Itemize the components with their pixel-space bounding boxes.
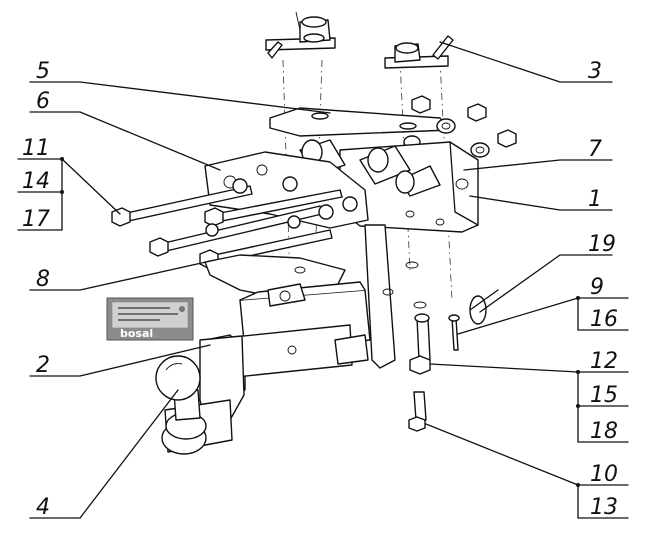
top-mount-plate-right — [384, 35, 454, 69]
callout-13: 13 — [590, 495, 618, 520]
callout-14: 14 — [22, 169, 50, 194]
vertical-bolts — [408, 289, 499, 432]
top-mount-plate-left — [265, 11, 336, 59]
callout-4: 4 — [36, 495, 50, 520]
callout-7: 7 — [588, 137, 602, 162]
callout-9: 9 — [590, 275, 604, 300]
nameplate: bosal — [106, 297, 194, 341]
callout-6: 6 — [36, 89, 50, 114]
callout-16: 16 — [590, 307, 618, 332]
callout-12: 12 — [590, 349, 618, 374]
tow-ball-assembly — [155, 335, 245, 455]
callout-labels: 5 6 11 14 17 8 2 4 3 7 1 19 9 16 12 15 1… — [22, 59, 618, 520]
callout-11: 11 — [22, 136, 50, 161]
callout-2: 2 — [36, 353, 50, 378]
callout-17: 17 — [22, 207, 50, 232]
callout-3: 3 — [588, 59, 602, 84]
callout-1: 1 — [588, 187, 602, 212]
callout-15: 15 — [590, 383, 618, 408]
callout-5: 5 — [36, 59, 50, 84]
leader-lines — [17, 41, 629, 519]
callout-18: 18 — [590, 419, 618, 444]
nameplate-brand: bosal — [120, 327, 153, 340]
callout-10: 10 — [590, 462, 618, 487]
callout-8: 8 — [36, 267, 50, 292]
callout-19: 19 — [588, 232, 616, 257]
